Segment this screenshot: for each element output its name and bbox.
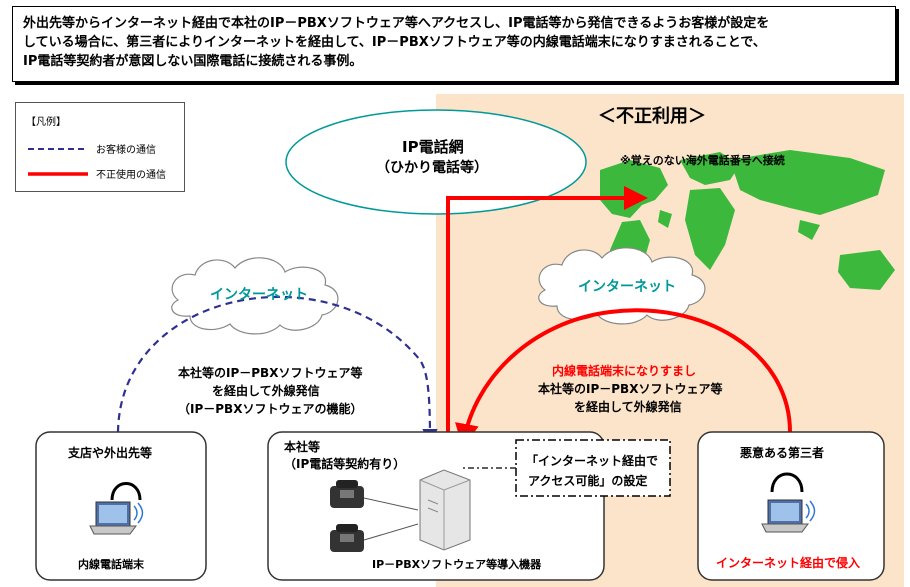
legend-item-fraud: 不正使用の通信 <box>96 170 166 181</box>
ip-phone-icon-2 <box>330 524 364 552</box>
customer-route-line-2: を経由して外線発信 <box>212 384 320 398</box>
attacker-laptop-icon <box>761 499 816 533</box>
ip-network-subtitle: （ひかり電話等） <box>376 160 488 176</box>
setting-line-2: アクセス可能」の設定 <box>528 474 648 488</box>
internet-right-label: インターネット <box>578 279 676 295</box>
fraud-title: ＜不正利用＞ <box>598 106 706 127</box>
ip-network-title: IP電話網 <box>402 138 464 156</box>
internet-cloud-left-icon <box>171 257 339 335</box>
customer-route-line-3: （IP－PBXソフトウェアの機能） <box>178 402 363 416</box>
legend-dashed-line-icon <box>28 148 88 150</box>
description-line-1: 外出先等からインターネット経由で本社のIP－PBXソフトウェア等へアクセスし、I… <box>23 16 770 31</box>
fraud-outbound-line <box>446 186 648 470</box>
fraud-note: ※覚えのない海外電話番号へ接続 <box>620 154 785 167</box>
fraud-route-line-1: 内線電話端末になりすまし <box>552 364 697 378</box>
pbx-server-icon <box>419 469 471 551</box>
legend-title: 【凡例】 <box>26 117 66 128</box>
fraud-route-arc <box>455 308 792 448</box>
attacker-headset-icon <box>770 472 804 493</box>
hq-subtitle: （IP電話等契約有り） <box>284 457 406 471</box>
hq-title: 本社等 <box>284 440 321 454</box>
ip-network-ellipse <box>285 109 587 215</box>
customer-route-line-1: 本社等のIP－PBXソフトウェア等 <box>178 366 363 380</box>
internet-left-label: インターネット <box>210 287 308 303</box>
description-line-2: している場合に、第三者によりインターネットを経由して、IP－PBXソフトウェア等… <box>23 35 766 50</box>
branch-device-label: 内線電話端末 <box>78 558 144 571</box>
description-line-3: IP電話等契約者が意図しない国際電話に接続される事例。 <box>23 54 363 69</box>
hq-device-label: IP－PBXソフトウェア等導入機器 <box>372 558 542 571</box>
branch-title: 支店や外出先等 <box>68 446 153 460</box>
fraud-route-line-3: を経由して外線発信 <box>574 400 682 414</box>
branch-headset-icon <box>110 482 142 501</box>
world-map-icon <box>600 150 895 305</box>
legend: 【凡例】 お客様の通信 不正使用の通信 <box>15 102 185 192</box>
fraud-route-line-2: 本社等のIP－PBXソフトウェア等 <box>538 382 723 396</box>
attacker-title: 悪意ある第三者 <box>740 446 825 460</box>
ip-phone-icon-1 <box>330 480 364 508</box>
attacker-caption: インターネット経由で侵入 <box>716 556 861 570</box>
legend-solid-line-icon <box>28 172 88 176</box>
setting-callout-box <box>515 439 671 497</box>
branch-laptop-icon <box>89 501 144 535</box>
customer-route-line <box>116 295 438 445</box>
setting-line-1: 「インターネット経由で <box>526 454 659 468</box>
case-description-box: 外出先等からインターネット経由で本社のIP－PBXソフトウェア等へアクセスし、I… <box>12 6 896 82</box>
legend-item-customer: お客様の通信 <box>96 145 156 156</box>
